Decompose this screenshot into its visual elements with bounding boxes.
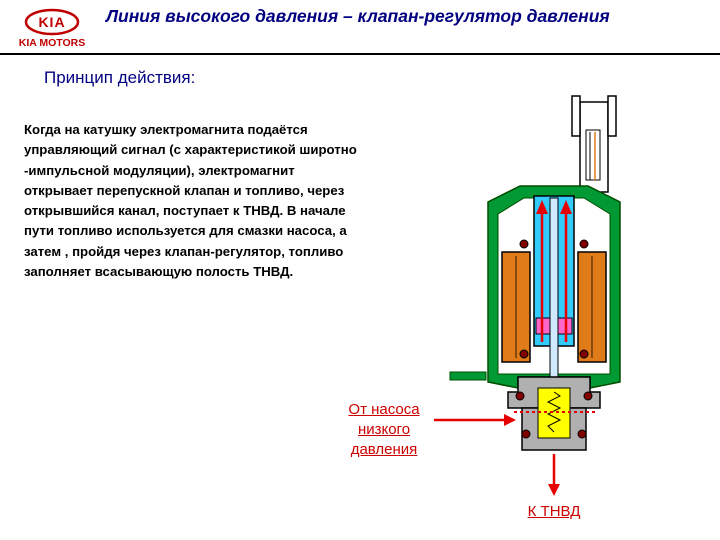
seal-inlet-right <box>583 391 593 401</box>
seal-lower-left <box>519 349 529 359</box>
seal-bottom-left <box>521 429 531 439</box>
seal-upper-left <box>519 239 529 249</box>
kia-logo-oval <box>24 8 80 36</box>
kia-motors-wordmark: KIA MOTORS <box>19 37 86 49</box>
seal-bottom-right <box>577 429 587 439</box>
title-divider <box>0 53 720 55</box>
kia-logo-letters: KIA <box>38 14 65 30</box>
seal-upper-right <box>579 239 589 249</box>
kia-motors-logo: KIA KIA MOTORS <box>19 8 86 49</box>
flow-arrow-right-head <box>560 200 572 214</box>
connector-pin-slot <box>585 129 601 181</box>
outlet-arrow <box>548 454 560 496</box>
seal-inlet-left <box>515 391 525 401</box>
description-text: Когда на катушку электромагнита подаётся… <box>24 122 357 280</box>
valve-spool <box>537 387 571 439</box>
flow-arrow-left-head <box>536 200 548 214</box>
valve-spring <box>546 391 562 433</box>
seal-lower-right <box>579 349 589 359</box>
label-to-hp-pump: К ТНВД <box>527 503 581 520</box>
inlet-arrow <box>434 414 516 426</box>
label-from-low-pressure-pump: От насоса низкого давления <box>348 401 420 458</box>
pressure-regulator-diagram <box>449 95 621 451</box>
valve-needle <box>549 197 559 389</box>
connector-right-clip <box>607 95 617 137</box>
connector-left-clip <box>571 95 581 137</box>
mounting-bracket <box>449 371 487 381</box>
page-title: Линия высокого давления – клапан-регулят… <box>106 6 610 26</box>
section-subtitle: Принцип действия: <box>44 68 196 87</box>
